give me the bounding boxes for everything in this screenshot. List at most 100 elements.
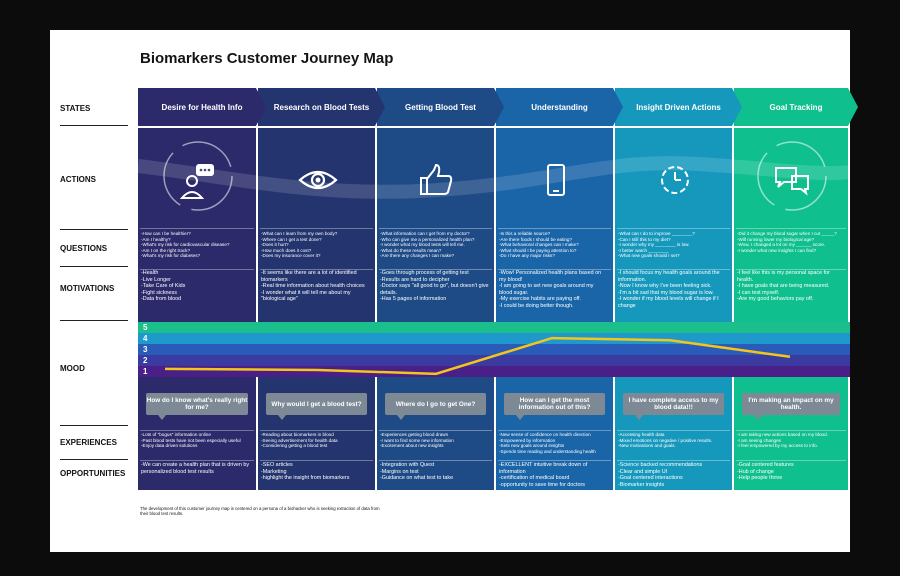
stage-panel: -How can I be healthier? -Am I healthy? …: [138, 128, 256, 490]
mood-bubble-text: How do I know what's really right for me…: [146, 397, 248, 411]
divider: [617, 269, 730, 270]
mood-level-label: 3: [143, 345, 148, 354]
mood-bubble: I have complete access to my blood data!…: [623, 393, 724, 420]
experiences-cell: -Experiences getting blood drawn -I want…: [380, 432, 454, 449]
motivations-cell: -I should focus my health goals around t…: [618, 270, 720, 309]
progress-ring-icon: [163, 141, 233, 211]
divider: [498, 460, 611, 461]
stage-column: Insight Driven Actions -What can I do to…: [615, 88, 734, 490]
divider: [379, 430, 492, 431]
stage-header: Getting Blood Test: [377, 88, 504, 126]
stage-header: Insight Driven Actions: [615, 88, 742, 126]
divider: [617, 430, 730, 431]
mood-band: [138, 355, 850, 366]
divider: [260, 228, 373, 229]
stage-header: Goal Tracking: [734, 88, 858, 126]
divider: [140, 460, 254, 461]
mood-band: [138, 333, 850, 344]
divider: [736, 460, 846, 461]
mood-bubble: Where do I go to get One?: [385, 393, 486, 420]
motivations-cell: -I feel like this is my personal space f…: [737, 270, 830, 303]
divider: [60, 459, 128, 460]
mood-bubble-text: I have complete access to my blood data!…: [628, 397, 719, 411]
row-label-actions: ACTIONS: [60, 175, 96, 184]
stage-label: Goal Tracking: [769, 102, 823, 112]
divider: [260, 430, 373, 431]
row-label-states: STATES: [60, 104, 91, 113]
opportunities-cell: -Goal centered features -Hub of change -…: [737, 462, 794, 482]
questions-cell: -What can I learn from my own body? -Whe…: [261, 231, 338, 259]
divider: [498, 228, 611, 229]
progress-ring-icon: [757, 141, 827, 211]
stage-panel: -What can I do to improve ________? -Can…: [615, 128, 732, 490]
divider: [140, 269, 254, 270]
stage-header: Understanding: [496, 88, 623, 126]
divider: [60, 229, 128, 230]
stage-header: Research on Blood Tests: [258, 88, 385, 126]
divider: [379, 460, 492, 461]
motivations-cell: -Goes through process of getting test -R…: [380, 270, 489, 303]
experiences-cell: -Lots of "bogus" information online -Pas…: [141, 432, 241, 449]
stage-label: Understanding: [531, 102, 588, 112]
phone-icon: [546, 164, 565, 196]
mood-band: [138, 366, 850, 377]
questions-cell: -Did it change my blood sugar when I cut…: [737, 231, 837, 253]
questions-cell: -How can I be healthier? -Am I healthy? …: [141, 231, 230, 259]
row-label-motivations: MOTIVATIONS: [60, 284, 115, 293]
questions-cell: -Is this a reliable source? -Are there f…: [499, 231, 579, 259]
divider: [617, 228, 730, 229]
divider: [60, 125, 128, 126]
footnote: The development of this customer journey…: [140, 506, 380, 517]
divider: [140, 228, 254, 229]
stage-label: Desire for Health Info: [161, 102, 243, 112]
page-title: Biomarkers Customer Journey Map: [140, 50, 394, 67]
stage-column: Understanding -Is this a reliable source…: [496, 88, 615, 490]
experiences-cell: -I am taking new actions based on my blo…: [737, 432, 828, 449]
divider: [736, 269, 846, 270]
motivations-cell: -It seems like there are a lot of identi…: [261, 270, 365, 303]
stage-label: Getting Blood Test: [405, 102, 476, 112]
mood-bubble-text: Where do I go to get One?: [395, 400, 476, 408]
mood-bubble-text: Why would I get a blood test?: [271, 400, 362, 408]
opportunities-cell: -EXCELLENT intuitive break down of infor…: [499, 462, 588, 488]
mood-bubble-text: I'm making an impact on my health.: [748, 397, 834, 411]
divider: [260, 269, 373, 270]
divider: [498, 269, 611, 270]
mood-bubble: How can I get the most information out o…: [504, 393, 605, 420]
divider: [736, 228, 846, 229]
thumbs-up-icon: [419, 163, 452, 195]
stage-column: Getting Blood Test -What information can…: [377, 88, 496, 490]
row-label-questions: QUESTIONS: [60, 244, 108, 253]
experiences-cell: -Reading about biomarkers in blood -Seei…: [261, 432, 338, 449]
experiences-cell: -Accessing health data -Mixed emotions o…: [618, 432, 713, 449]
divider: [60, 425, 128, 426]
stage-panel: -Did it change my blood sugar when I cut…: [734, 128, 848, 490]
stage-label: Insight Driven Actions: [636, 102, 721, 112]
mood-level-label: 4: [143, 334, 148, 343]
questions-cell: -What information can I get from my doct…: [380, 231, 475, 259]
mood-level-label: 1: [143, 367, 148, 376]
stage-column: Research on Blood Tests -What can I lear…: [258, 88, 377, 490]
opportunities-cell: -Science backed recommendations -Clear a…: [618, 462, 703, 488]
mood-bubble: How do I know what's really right for me…: [146, 393, 248, 420]
row-label-experiences: EXPERIENCES: [60, 438, 117, 447]
divider: [60, 266, 128, 267]
questions-cell: -What can I do to improve ________? -Can…: [618, 231, 695, 259]
row-label-opportunities: OPPORTUNITIES: [60, 469, 126, 478]
row-label-mood: MOOD: [60, 364, 85, 373]
divider: [260, 460, 373, 461]
mood-level-label: 2: [143, 356, 148, 365]
stage-panel: -Is this a reliable source? -Are there f…: [496, 128, 613, 490]
divider: [140, 430, 254, 431]
divider: [379, 228, 492, 229]
mood-band: [138, 322, 850, 333]
divider: [60, 320, 128, 321]
experiences-cell: -New sense of confidence on health direc…: [499, 432, 596, 454]
mood-level-label: 5: [143, 323, 148, 332]
stage-panel: -What can I learn from my own body? -Whe…: [258, 128, 375, 490]
clock-icon: [660, 166, 689, 194]
chat-bubbles-icon: [775, 167, 809, 196]
stage-column: Goal Tracking -Did it change my blood su…: [734, 88, 850, 490]
opportunities-cell: -SEO articles -Marketing -highlight the …: [261, 462, 350, 482]
stage-header: Desire for Health Info: [138, 88, 266, 126]
